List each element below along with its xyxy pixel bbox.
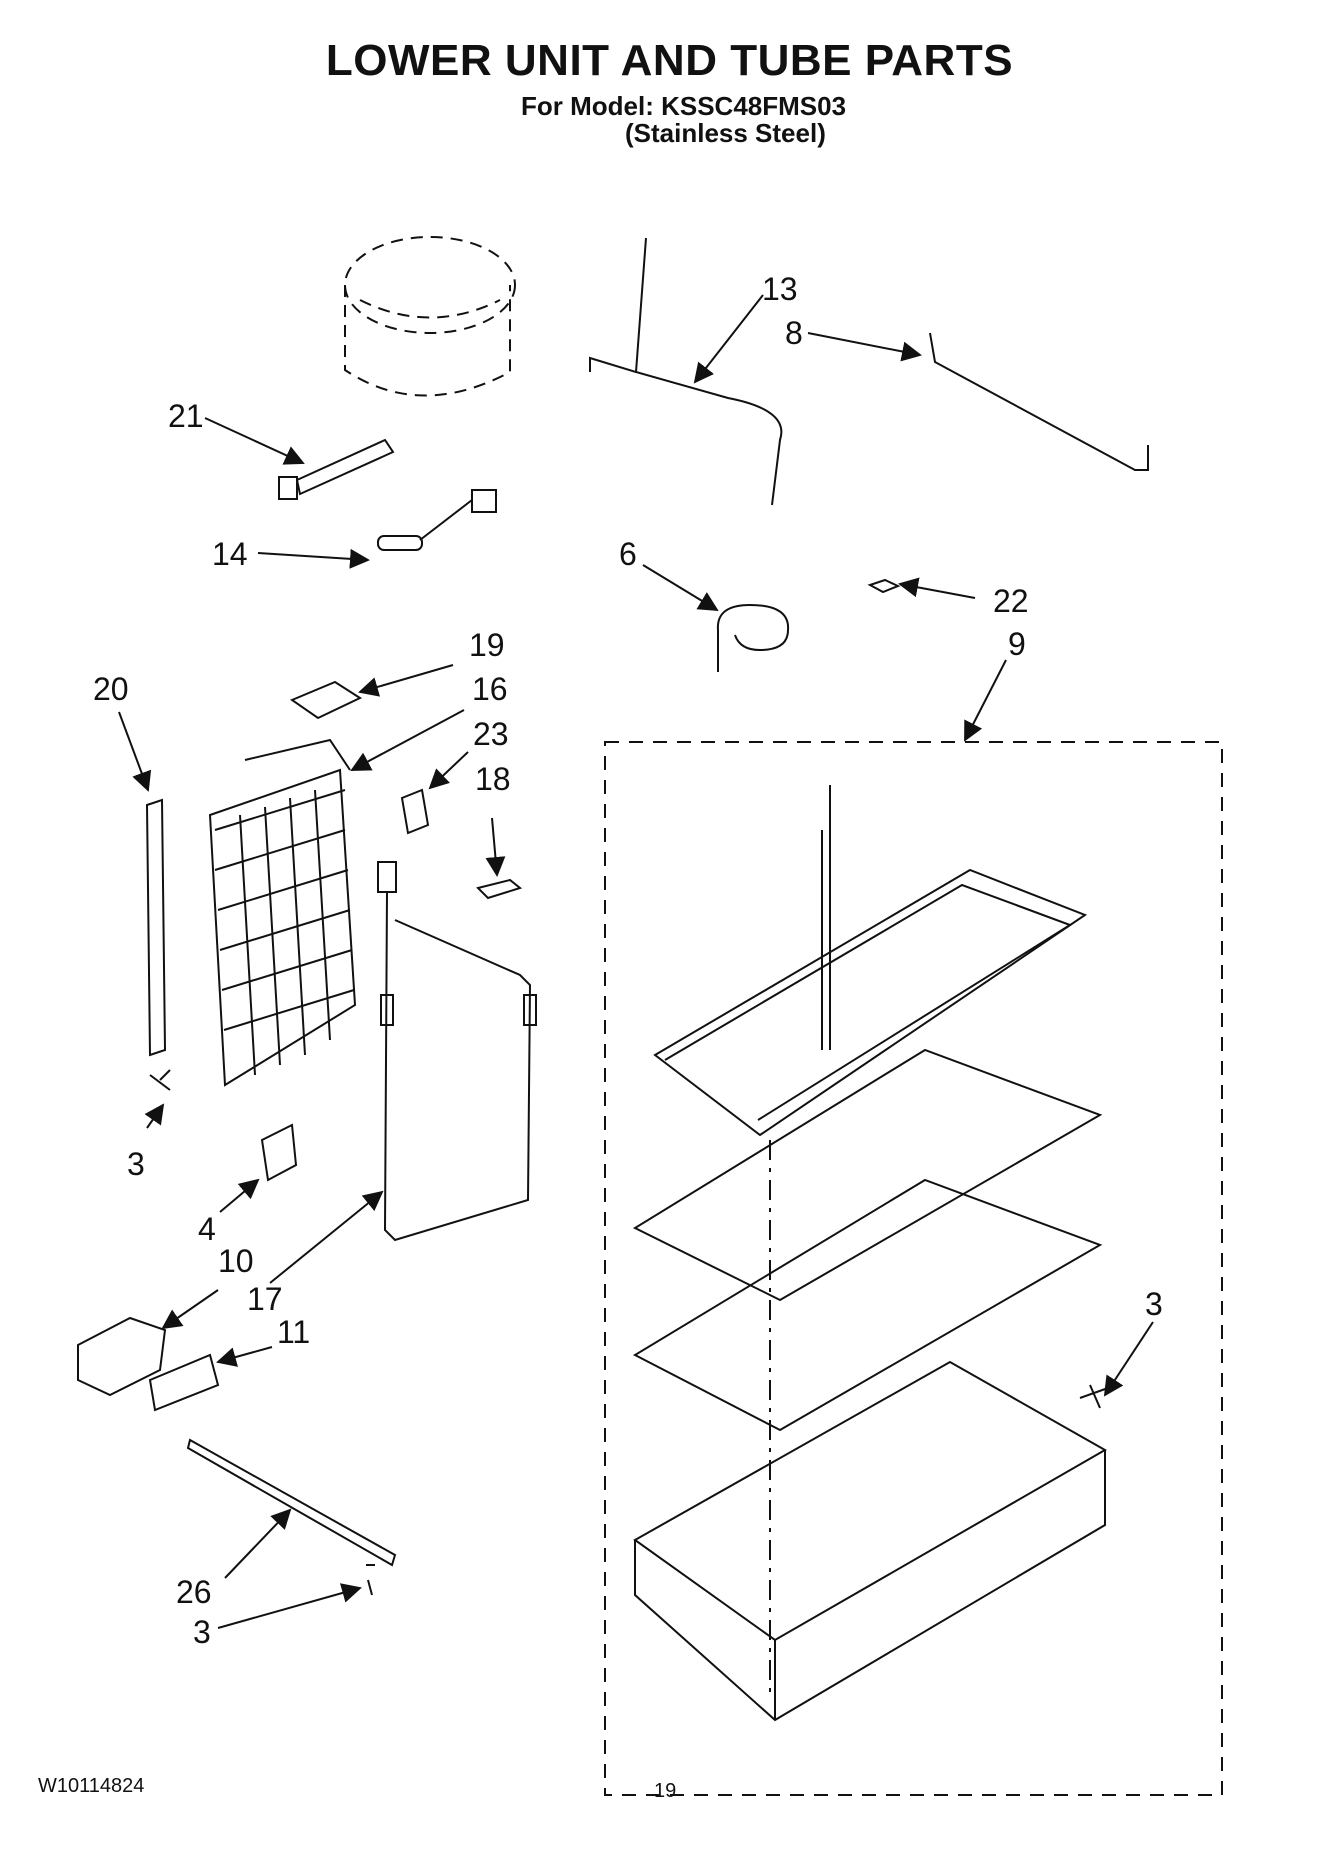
part-3-screw-lower bbox=[366, 1564, 375, 1596]
callout-16: 16 bbox=[472, 671, 508, 707]
part-21-cable-tie bbox=[278, 438, 395, 500]
compressor-outline bbox=[344, 236, 516, 397]
callout-3: 3 bbox=[127, 1146, 145, 1182]
callout-8: 8 bbox=[785, 315, 803, 351]
part-3-screw-right bbox=[1079, 1384, 1109, 1409]
callout-10: 10 bbox=[218, 1243, 254, 1279]
part-18-clip bbox=[476, 878, 523, 900]
callout-19: 19 bbox=[469, 627, 505, 663]
callout-21: 21 bbox=[168, 398, 204, 434]
callout-22: 22 bbox=[993, 583, 1029, 619]
callout-13: 13 bbox=[762, 271, 798, 307]
part-9-assembly-box bbox=[604, 741, 1223, 1796]
part-14-thermistor bbox=[377, 489, 497, 551]
page-number: 19 bbox=[654, 1780, 677, 1802]
callout-20: 20 bbox=[93, 671, 129, 707]
part-20-bracket bbox=[145, 798, 167, 1057]
callout-14: 14 bbox=[212, 536, 248, 572]
part-8-tube bbox=[929, 332, 1149, 471]
part-4-bracket bbox=[260, 1123, 298, 1182]
part-11-plate bbox=[148, 1353, 220, 1412]
insulation-pad-bottom bbox=[632, 1178, 1103, 1432]
drain-tray bbox=[653, 785, 1088, 1137]
callout-3-lower: 3 bbox=[193, 1614, 211, 1650]
part-23-clip bbox=[400, 788, 430, 835]
model-line: For Model: KSSC48FMS03 bbox=[521, 91, 847, 121]
part-26-rail bbox=[186, 1438, 397, 1567]
callout-4: 4 bbox=[198, 1211, 216, 1247]
callout-9: 9 bbox=[1008, 626, 1026, 662]
drain-pan bbox=[633, 1360, 1108, 1722]
part-3-screw bbox=[149, 1069, 171, 1091]
part-13-tube bbox=[589, 237, 783, 506]
part-17-heater bbox=[377, 861, 537, 1242]
part-10-bracket bbox=[77, 1316, 167, 1397]
leader-arrows bbox=[118, 294, 1154, 1629]
callout-3-right: 3 bbox=[1145, 1286, 1163, 1322]
callout-11: 11 bbox=[277, 1314, 310, 1350]
finish-line: (Stainless Steel) bbox=[625, 118, 826, 148]
insulation-pad-top bbox=[632, 1048, 1103, 1302]
part-19-pad bbox=[289, 680, 363, 720]
callout-18: 18 bbox=[475, 761, 511, 797]
part-16-evaporator bbox=[208, 738, 357, 1087]
callout-17: 17 bbox=[247, 1281, 283, 1317]
part-22-clip bbox=[867, 578, 901, 594]
callout-26: 26 bbox=[176, 1574, 212, 1610]
callout-23: 23 bbox=[473, 716, 509, 752]
callout-6: 6 bbox=[619, 536, 637, 572]
document-number: W10114824 bbox=[38, 1775, 145, 1797]
page-title: LOWER UNIT AND TUBE PARTS bbox=[325, 36, 1014, 85]
part-6-tube bbox=[716, 603, 790, 672]
